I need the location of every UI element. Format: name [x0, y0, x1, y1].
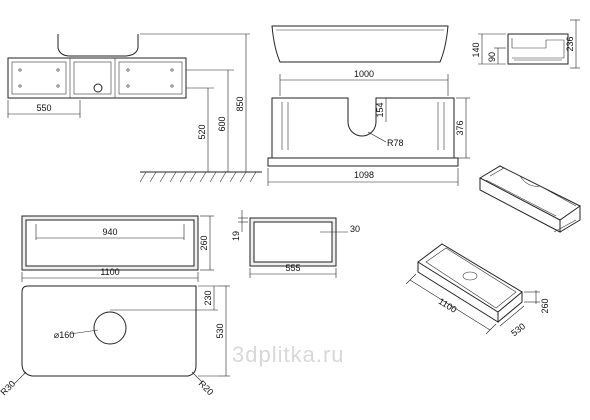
drawer-plan-view: 1000 154 R78 376 1098 — [267, 69, 470, 186]
basin-plan-outline — [21, 285, 197, 377]
basin-front-view: 940 260 1100 — [21, 215, 214, 282]
drawer-profile-view: 140 90 236 — [471, 19, 580, 69]
dim-r30: R30 — [0, 379, 17, 398]
dim-550: 550 — [36, 103, 51, 113]
dim-600: 600 — [217, 116, 227, 131]
dim-19: 19 — [231, 231, 241, 241]
dim-530-iso: 530 — [509, 321, 527, 338]
drawer-iso-view — [478, 165, 581, 233]
drawer-iso-top — [478, 165, 581, 221]
dim-530: 530 — [215, 323, 225, 338]
dim-850: 850 — [235, 96, 245, 111]
front-mounted-view: 550 520 600 850 — [7, 33, 262, 183]
dim-520: 520 — [197, 124, 207, 139]
dim-154: 154 — [375, 102, 385, 117]
dim-230: 230 — [203, 290, 213, 305]
dim-376: 376 — [455, 120, 465, 135]
dim-260: 260 — [199, 235, 209, 250]
basin-bowl-outline — [57, 34, 139, 57]
basin-plan-view: ⌀160 230 530 R30 R20 — [0, 285, 230, 398]
dim-260-iso: 260 — [540, 298, 550, 313]
dim-140: 140 — [471, 42, 481, 57]
dim-1100: 1100 — [100, 267, 119, 277]
dim-d160: ⌀160 — [54, 330, 74, 340]
dim-236: 236 — [565, 36, 575, 51]
dim-1000: 1000 — [354, 69, 374, 79]
side-section-view: 19 30 555 — [231, 210, 360, 278]
watermark-text: 3dplitka.ru — [232, 342, 345, 367]
basin-iso-top — [417, 243, 523, 313]
drawer-plan-outline — [271, 97, 455, 159]
dim-r78: R78 — [387, 138, 404, 148]
dim-1098: 1098 — [354, 170, 374, 180]
cabinet-body — [7, 57, 187, 99]
dim-940: 940 — [102, 227, 117, 237]
basin-top-view — [271, 25, 449, 63]
tap-hole-icon — [93, 311, 127, 345]
drain-icon — [93, 83, 103, 93]
drawer-profile-box — [507, 33, 569, 65]
dim-90: 90 — [487, 52, 497, 62]
dim-555: 555 — [285, 263, 300, 273]
dim-1100-iso: 1100 — [437, 296, 459, 315]
basin-iso-view: 1100 260 530 — [405, 243, 550, 338]
dim-30: 30 — [350, 224, 360, 234]
basin-top-outline — [271, 25, 449, 63]
dim-r20: R20 — [197, 379, 216, 398]
